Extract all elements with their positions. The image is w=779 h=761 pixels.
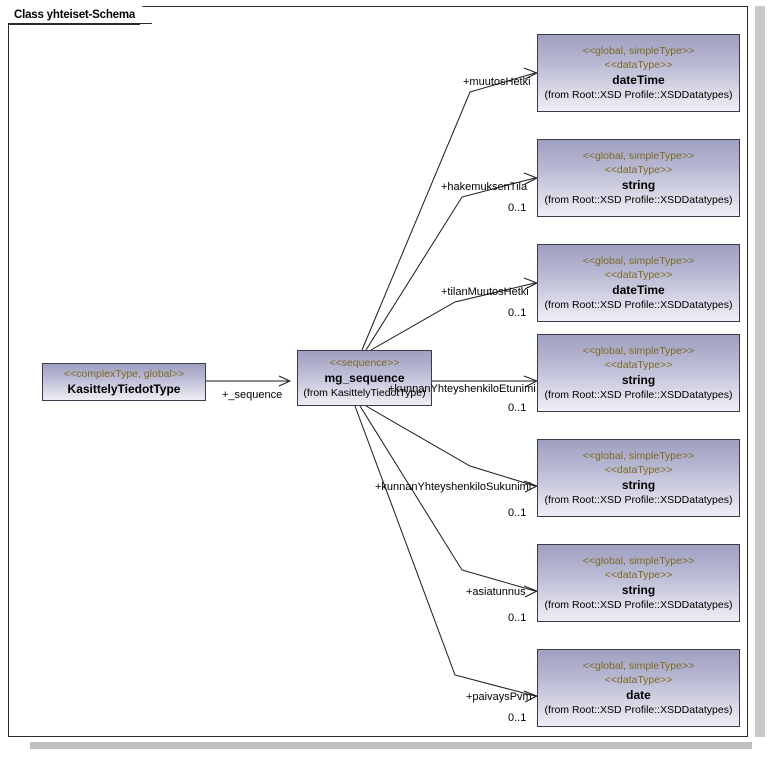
role-label-sequence: +_sequence [222,389,283,401]
class-box-kasittelytiedottype[interactable]: <<complexType, global>> KasittelyTiedotT… [42,363,206,401]
class-box-datatype-4[interactable]: <<global, simpleType>> <<dataType>> stri… [537,439,740,517]
class-stereotype-datatype: <<dataType>> [604,164,673,176]
class-namespace: (from Root::XSD Profile::XSDDatatypes) [544,194,733,206]
class-box-datatype-0[interactable]: <<global, simpleType>> <<dataType>> date… [537,34,740,112]
diagram-tab-underline [8,24,140,25]
class-stereotype-global-simpletype: <<global, simpleType>> [582,555,695,567]
class-stereotype-datatype: <<dataType>> [604,359,673,371]
class-stereotype-datatype: <<dataType>> [604,569,673,581]
class-stereotype-global-simpletype: <<global, simpleType>> [582,45,695,57]
class-box-datatype-6[interactable]: <<global, simpleType>> <<dataType>> date… [537,649,740,727]
multiplicity-label-tilanmuutoshetki: 0..1 [508,307,527,319]
class-name: string [621,178,656,192]
role-label-kunnanyhteyshenkiloetunimi: +kunnanYhteyshenkiloEtunimi [388,383,536,395]
class-namespace: (from Root::XSD Profile::XSDDatatypes) [544,704,733,716]
class-stereotype: <<sequence>> [329,357,400,369]
class-stereotype-datatype: <<dataType>> [604,269,673,281]
class-name: string [621,478,656,492]
class-namespace: (from Root::XSD Profile::XSDDatatypes) [544,89,733,101]
class-name: KasittelyTiedotType [67,382,181,396]
class-stereotype-datatype: <<dataType>> [604,674,673,686]
class-name: string [621,373,656,387]
class-namespace: (from KasittelyTiedotType) [303,387,426,399]
role-label-paivayspvm: +paivaysPvm [466,691,532,703]
vertical-scrollbar[interactable] [755,6,765,737]
role-label-hakemuksentila: +hakemuksenTila [441,181,528,193]
class-stereotype-global-simpletype: <<global, simpleType>> [582,150,695,162]
class-name: dateTime [612,73,665,87]
class-namespace: (from Root::XSD Profile::XSDDatatypes) [544,299,733,311]
class-namespace: (from Root::XSD Profile::XSDDatatypes) [544,599,733,611]
class-box-datatype-5[interactable]: <<global, simpleType>> <<dataType>> stri… [537,544,740,622]
horizontal-scrollbar[interactable] [30,742,752,749]
class-stereotype-datatype: <<dataType>> [604,59,673,71]
multiplicity-label-paivayspvm: 0..1 [508,712,527,724]
role-label-muutoshetki: +muutosHetki [463,76,531,88]
role-label-kunnanyhteyshenkilosukunimi: +kunnanYhteyshenkiloSukunimi [375,481,532,493]
multiplicity-label-kunnanyhteyshenkiloetunimi: 0..1 [508,402,527,414]
multiplicity-label-kunnanyhteyshenkilosukunimi: 0..1 [508,507,527,519]
class-box-datatype-3[interactable]: <<global, simpleType>> <<dataType>> stri… [537,334,740,412]
class-stereotype: <<complexType, global>> [63,368,185,380]
class-name: date [626,688,651,702]
class-stereotype-global-simpletype: <<global, simpleType>> [582,450,695,462]
class-stereotype-global-simpletype: <<global, simpleType>> [582,660,695,672]
class-namespace: (from Root::XSD Profile::XSDDatatypes) [544,389,733,401]
role-label-asiatunnus: +asiatunnus [466,586,526,598]
class-stereotype-datatype: <<dataType>> [604,464,673,476]
multiplicity-label-asiatunnus: 0..1 [508,612,527,624]
class-name: string [621,583,656,597]
class-stereotype-global-simpletype: <<global, simpleType>> [582,255,695,267]
class-box-datatype-2[interactable]: <<global, simpleType>> <<dataType>> date… [537,244,740,322]
class-box-mg-sequence[interactable]: <<sequence>> mg_sequence (from Kasittely… [297,350,432,406]
diagram-title-label: Class yhteiset-Schema [14,8,136,21]
role-label-tilanmuutoshetki: +tilanMuutosHetki [441,286,529,298]
class-name: dateTime [612,283,665,297]
class-namespace: (from Root::XSD Profile::XSDDatatypes) [544,494,733,506]
diagram-title-tab: Class yhteiset-Schema [8,6,152,24]
class-box-datatype-1[interactable]: <<global, simpleType>> <<dataType>> stri… [537,139,740,217]
multiplicity-label-hakemuksentila: 0..1 [508,202,527,214]
class-stereotype-global-simpletype: <<global, simpleType>> [582,345,695,357]
class-name: mg_sequence [324,371,405,385]
